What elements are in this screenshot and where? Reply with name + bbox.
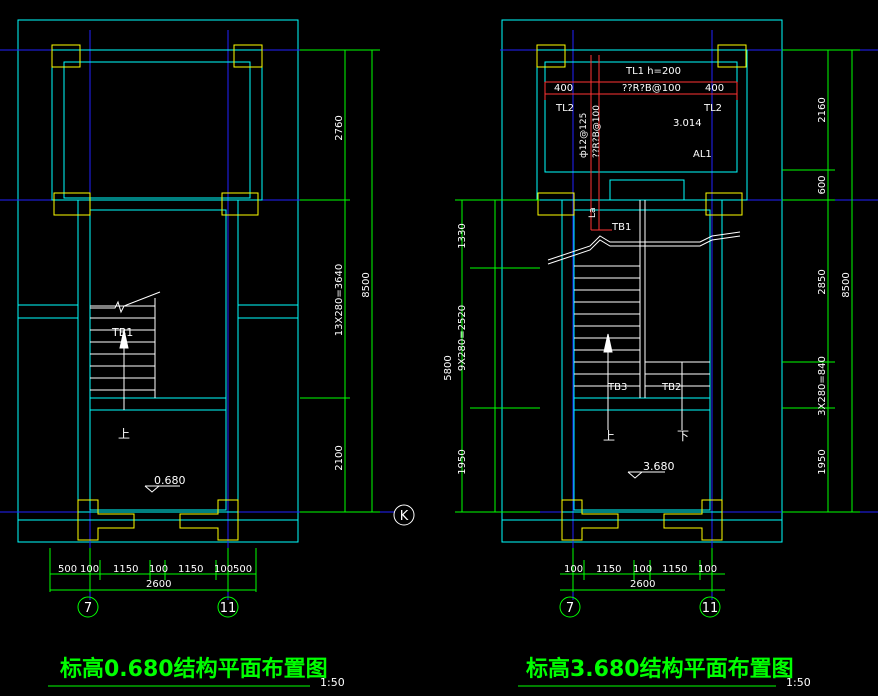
column [179, 499, 239, 541]
column [663, 499, 723, 541]
right-tl2-right: TL2 [703, 103, 722, 114]
right-plan-title: 标高3.680结构平面布置图 [526, 656, 794, 682]
right-left-dim-1330: 1330 [457, 223, 468, 248]
left-dim-flight: 13X280=3640 [334, 264, 345, 337]
left-axis-11-label: 11 [220, 601, 237, 616]
right-bottom-dim-1150a: 1150 [596, 564, 621, 575]
left-stair-flight [90, 291, 161, 410]
right-left-dimensions [455, 199, 540, 513]
right-right-dimensions [782, 49, 860, 513]
column [717, 44, 747, 68]
right-left-dim-1950: 1950 [457, 449, 468, 474]
column [536, 44, 566, 68]
right-width-left: 400 [554, 83, 573, 94]
right-dim-2160: 2160 [817, 97, 828, 122]
left-axis-k-label: K [400, 509, 409, 524]
left-axis-7-label: 7 [84, 601, 92, 616]
right-level-value: 3.680 [643, 460, 675, 473]
column [705, 192, 743, 216]
right-tb3-label: TB3 [607, 382, 627, 393]
left-axis-11-bubble [217, 596, 239, 618]
column [537, 192, 575, 216]
right-dim-2850: 2850 [817, 269, 828, 294]
right-rebar-v2: ??R?B@100 [592, 105, 602, 158]
right-outer-border [501, 19, 783, 543]
column [561, 499, 619, 541]
right-bottom-dim-100c: 100 [698, 564, 717, 575]
right-level-marker [627, 471, 665, 479]
column [53, 192, 91, 216]
left-columns [51, 44, 263, 541]
right-dim-600: 600 [817, 175, 828, 194]
left-plan: TB1 上 0.680 2760 13X280=3640 2100 8500 K [0, 19, 415, 689]
right-dim-overall: 8500 [841, 272, 852, 297]
left-bottom-dimensions [49, 548, 257, 592]
right-slab-level: 3.014 [673, 118, 702, 129]
right-axis-7-bubble [559, 596, 581, 618]
right-tb2-label: TB2 [661, 382, 681, 393]
right-axis-11-label: 11 [702, 601, 719, 616]
right-rebar [544, 55, 738, 231]
right-axis-7-label: 7 [566, 601, 574, 616]
left-plan-scale: 1:50 [320, 676, 345, 689]
left-bottom-dim-100c: 100 [214, 564, 233, 575]
right-plan: TB1 TB3 TB2 上 下 TL1 h=200 ??R?B@100 400 … [443, 19, 878, 689]
right-dim-flight: 3X280=840 [817, 356, 828, 416]
right-beam-note: TL1 h=200 [625, 66, 681, 77]
right-left-dim-flight: 9X280=2520 [457, 305, 468, 371]
right-plan-scale: 1:50 [786, 676, 811, 689]
left-plan-title: 标高0.680结构平面布置图 [60, 656, 328, 682]
left-walls [18, 49, 298, 521]
right-bottom-total: 2600 [630, 579, 655, 590]
left-bottom-dim-100b: 100 [149, 564, 168, 575]
column [51, 44, 81, 68]
left-level-marker [144, 485, 180, 493]
left-dim-2100: 2100 [334, 445, 345, 470]
column [77, 499, 135, 541]
left-axis-k-bubble [393, 504, 415, 526]
column [233, 44, 263, 68]
left-bottom-dim-500a: 500 [58, 564, 77, 575]
left-right-dimensions [300, 49, 380, 513]
left-level-value: 0.680 [154, 474, 186, 487]
right-axis-11-bubble [699, 596, 721, 618]
right-tb1-label: TB1 [611, 222, 631, 233]
right-bottom-dim-100b: 100 [633, 564, 652, 575]
left-dim-overall: 8500 [361, 272, 372, 297]
right-bottom-dim-1150b: 1150 [662, 564, 687, 575]
left-dim-2760: 2760 [334, 115, 345, 140]
right-up-label: 上 [603, 429, 615, 443]
right-bottom-dim-100a: 100 [564, 564, 583, 575]
right-down-label: 下 [677, 429, 689, 443]
left-bottom-dim-500b: 500 [233, 564, 252, 575]
column [221, 192, 259, 216]
left-bottom-total: 2600 [146, 579, 171, 590]
left-axis-7-bubble [77, 596, 99, 618]
right-al1-label: AL1 [693, 149, 712, 160]
right-columns [536, 44, 747, 541]
right-walls [502, 49, 782, 521]
left-bottom-dim-1150b: 1150 [178, 564, 203, 575]
right-stair-flights [547, 200, 741, 430]
right-dim-1950: 1950 [817, 449, 828, 474]
right-rebar-v1: ф12@125 [579, 113, 589, 158]
left-stair-label: TB1 [111, 326, 133, 339]
left-bottom-dim-100a: 100 [80, 564, 99, 575]
left-up-label: 上 [118, 427, 130, 441]
right-tl2-left: TL2 [555, 103, 574, 114]
right-left-total: 5800 [443, 355, 454, 380]
left-outer-border [17, 19, 299, 543]
left-bottom-dim-1150a: 1150 [113, 564, 138, 575]
right-la-label: La [588, 207, 598, 218]
right-rebar-top: ??R?B@100 [622, 83, 681, 94]
right-width-right: 400 [705, 83, 724, 94]
right-bottom-dimensions [560, 548, 725, 592]
